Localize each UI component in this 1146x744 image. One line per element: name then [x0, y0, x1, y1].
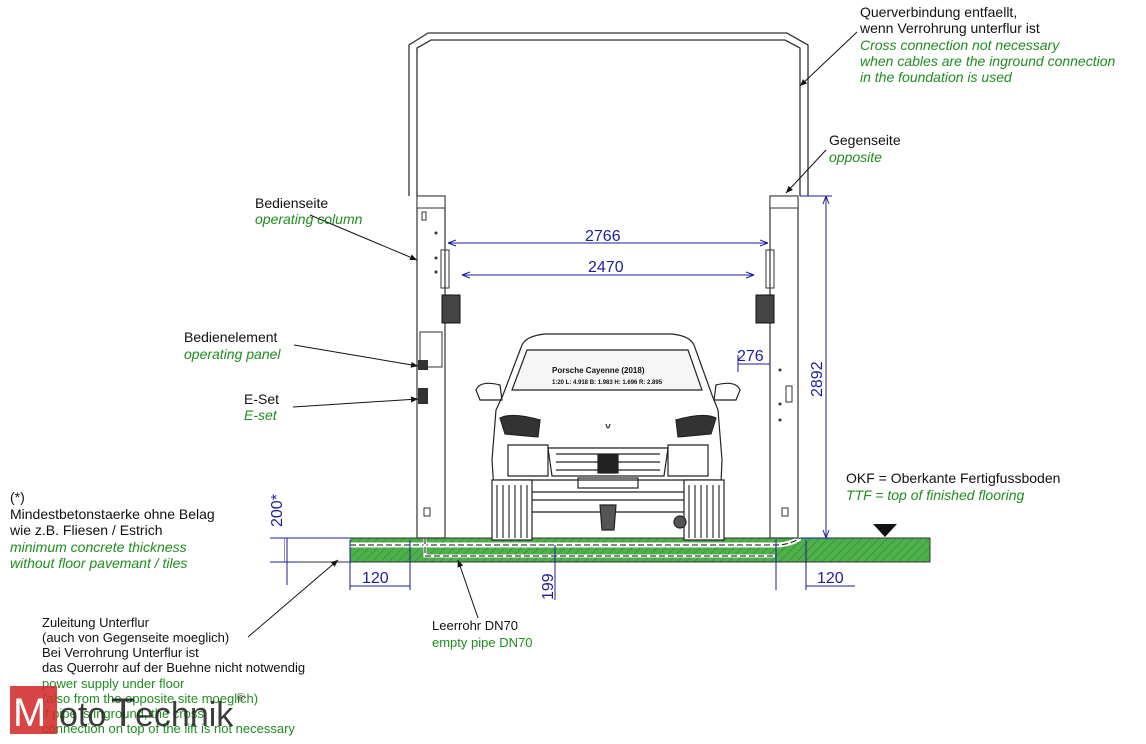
leader-supply [247, 559, 339, 638]
label-cross-de-1: Querverbindung entfaellt, [860, 4, 1017, 20]
logo-oto: oto [59, 696, 106, 734]
label-supply-de-2: (auch von Gegenseite moeglich) [42, 630, 229, 645]
logo-m: M [13, 691, 46, 735]
label-supply-en-3: if pipe is inground, the cross [42, 706, 204, 721]
leader-cross [799, 31, 858, 87]
label-cross-en-3: in the foundation is used [860, 69, 1013, 85]
label-concrete-en-2: without floor pavemant / tiles [10, 555, 187, 571]
leader-operating [309, 214, 418, 261]
label-opposite-de: Gegenseite [829, 132, 901, 148]
leader-opposite [785, 149, 827, 194]
floor-slab [284, 535, 931, 563]
label-supply-en-4: connection on top of the lift is not nec… [42, 721, 295, 736]
logo-t: T [111, 691, 135, 735]
label-eset-de: E-Set [244, 391, 279, 407]
label-operating-de: Bedienseite [255, 195, 328, 211]
label-supply-en-2: (also from the opposite site moeglich) [42, 691, 258, 706]
car-model-label: Porsche Cayenne (2018) [552, 366, 645, 375]
label-concrete-de-2: wie z.B. Fliesen / Estrich [9, 522, 163, 538]
label-cross-de-2: wenn Verrohrung unterflur ist [859, 20, 1040, 36]
dimension-clearance: 276 [737, 348, 764, 365]
label-opposite-en: opposite [829, 149, 882, 165]
logo-registered-mark: ® [237, 692, 245, 704]
label-supply-de-4: das Querrohr auf der Buehne nicht notwen… [42, 660, 305, 675]
leader-panel [293, 344, 419, 368]
label-eset-en: E-set [244, 407, 278, 423]
dimension-concrete: 200* [269, 494, 286, 527]
dimension-inner-width: 2470 [588, 259, 624, 276]
label-note-mark: (*) [10, 489, 25, 505]
label-concrete-en-1: minimum concrete thickness [10, 539, 187, 555]
label-supply-de-1: Zuleitung Unterflur [42, 615, 150, 630]
label-panel-en: operating panel [184, 346, 281, 362]
label-cross-en-2: when cables are the inground connection [860, 53, 1116, 69]
dimension-column-height: 2892 [809, 361, 826, 397]
leader-pipe [457, 559, 479, 619]
operating-column [416, 195, 461, 539]
dimension-lines [270, 195, 855, 600]
label-operating-en: operating column [255, 211, 363, 227]
car-front-view [475, 333, 741, 541]
leader-eset [292, 396, 419, 408]
label-okf-en: TTF = top of finished flooring [846, 487, 1025, 503]
label-okf-de: OKF = Oberkante Fertigfussboden [846, 470, 1060, 486]
car-scale-label: 1:20 L: 4.918 B: 1.983 H: 1.696 R: 2.895 [552, 380, 663, 386]
label-pipe-de: Leerrohr DN70 [432, 618, 518, 633]
dimension-right-offset: 120 [817, 570, 844, 587]
mototechnik-logo: M oto T echnik ® [10, 686, 245, 735]
floor-level-marker [873, 524, 897, 537]
dimension-outer-width: 2766 [585, 228, 621, 245]
cross-connection [408, 32, 809, 196]
dimension-pipe-depth: 199 [540, 573, 557, 600]
label-cross-en-1: Cross connection not necessary [860, 37, 1060, 53]
label-supply-en-1: power supply under floor [42, 676, 185, 691]
dimension-left-offset: 120 [362, 570, 389, 587]
label-panel-de: Bedienelement [184, 329, 278, 345]
label-concrete-de-1: Mindestbetonstaerke ohne Belag [10, 506, 215, 522]
label-pipe-en: empty pipe DN70 [432, 635, 532, 650]
label-supply-de-3: Bei Verrohrung Unterflur ist [42, 645, 199, 660]
logo-echnik: echnik [135, 696, 234, 734]
opposite-column [755, 195, 799, 539]
